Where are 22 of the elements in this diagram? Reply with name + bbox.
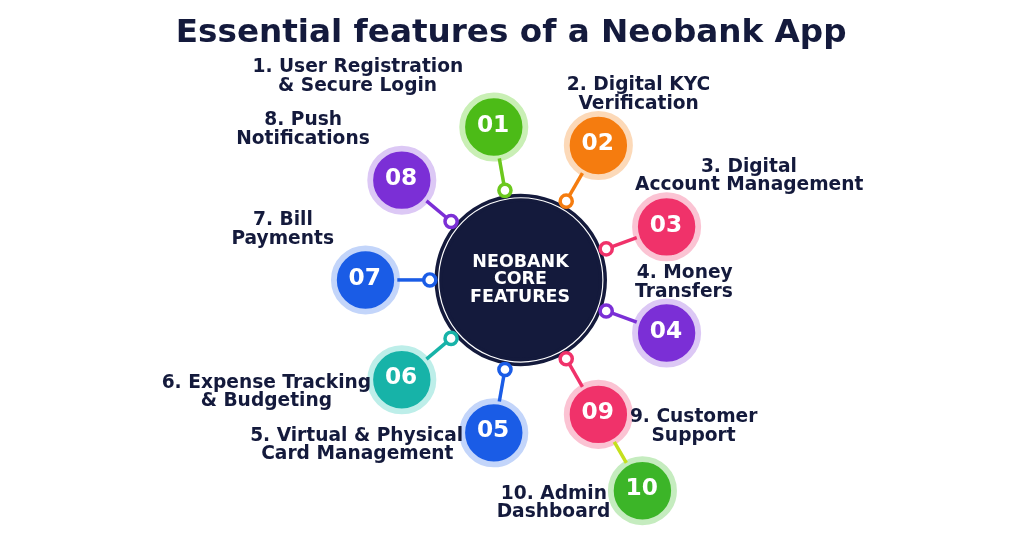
connector (397, 272, 438, 288)
connector (497, 158, 513, 199)
node-circle: 02 (563, 110, 633, 181)
node-circle: 01 (459, 92, 529, 162)
node-label: 8. Push Notifications (236, 108, 370, 148)
node-circle: 08 (367, 145, 437, 215)
diagram-title: Essential features of a Neobank App (175, 12, 847, 51)
node-circle: 04 (632, 298, 702, 368)
connector (558, 350, 584, 388)
node-circle: 07 (330, 245, 401, 315)
node-label: 1. User Registration & Secure Login (252, 54, 464, 95)
node-label: 7. Bill Payments (231, 207, 334, 248)
node-label: 3. Digital Account Management (635, 154, 864, 195)
connector (558, 172, 584, 209)
node-label: 4. Money Transfers (635, 260, 733, 301)
node-circle: 03 (632, 192, 702, 262)
connector (497, 361, 513, 402)
connector (612, 441, 628, 464)
connector (598, 303, 638, 324)
connector (425, 330, 459, 361)
connector (598, 236, 638, 257)
connector (425, 199, 459, 230)
